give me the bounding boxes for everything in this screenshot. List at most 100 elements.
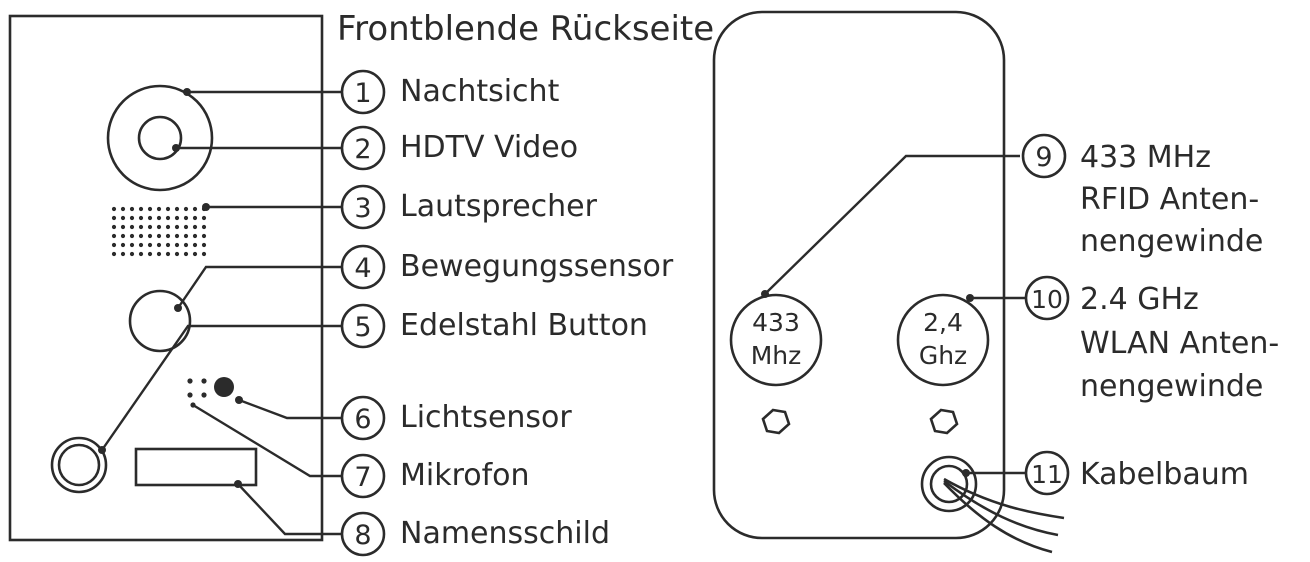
- speaker-hole: [165, 251, 171, 257]
- speaker-hole: [165, 242, 171, 248]
- speaker-hole: [165, 233, 171, 239]
- callout-circle: [340, 511, 386, 557]
- callout-label-rfid-line: nengewinde: [1080, 224, 1263, 259]
- callout-circle: [340, 395, 386, 441]
- speaker-hole: [174, 224, 180, 230]
- speaker-hole: [156, 242, 162, 248]
- speaker-hole: [183, 233, 189, 239]
- leader-dot-11: [962, 469, 970, 477]
- callout-number: 7: [354, 462, 371, 493]
- callout-circle: [340, 453, 386, 499]
- callout-label-wlan-line: WLAN Anten-: [1080, 326, 1279, 361]
- motion-sensor: [128, 289, 192, 353]
- speaker-hole: [120, 206, 126, 212]
- speaker-hole: [147, 251, 153, 257]
- speaker-hole: [120, 224, 126, 230]
- callout-number: 1: [354, 78, 371, 109]
- front-panel: [8, 14, 324, 542]
- antenna-label-line: 433: [752, 308, 800, 337]
- callout-label-night-vision: Nachtsicht: [400, 74, 560, 109]
- speaker-hole: [165, 215, 171, 221]
- leader-dot-3: [202, 203, 210, 211]
- speaker-hole: [201, 224, 207, 230]
- night-vision-ring: [106, 84, 214, 192]
- speaker-hole: [111, 206, 117, 212]
- speaker-hole: [156, 206, 162, 212]
- speaker-hole: [156, 224, 162, 230]
- leader-line-5: [101, 324, 342, 451]
- speaker-hole: [129, 251, 135, 257]
- speaker-hole: [156, 233, 162, 239]
- speaker-hole: [201, 233, 207, 239]
- speaker-hole: [138, 242, 144, 248]
- speaker-hole: [111, 242, 117, 248]
- callout-label-light-sensor: Lichtsensor: [400, 400, 572, 435]
- leader-line-9: [764, 154, 1020, 295]
- speaker-hole: [138, 251, 144, 257]
- back-callout-labels: 433 MHz RFID Anten- nengewinde 2.4 GHz W…: [1080, 140, 1279, 492]
- speaker-hole: [147, 233, 153, 239]
- callout-number: 6: [354, 404, 371, 435]
- speaker-hole: [120, 215, 126, 221]
- callout-circle: [340, 303, 386, 349]
- speaker-hole: [174, 242, 180, 248]
- steel-button-outer: [50, 436, 108, 494]
- leader-dot-9: [761, 290, 769, 298]
- speaker-hole: [129, 224, 135, 230]
- speaker-hole: [129, 215, 135, 221]
- callout-label-motion-sensor: Bewegungssensor: [400, 249, 674, 284]
- hex-nut: [929, 408, 959, 435]
- speaker-hole: [201, 251, 207, 257]
- speaker-hole: [138, 206, 144, 212]
- microphone-hole: [187, 392, 193, 398]
- callout-circle: [1024, 450, 1070, 496]
- speaker-hole: [129, 206, 135, 212]
- speaker-grille: [111, 206, 207, 257]
- back-leaders: [761, 154, 1026, 477]
- leader-line-6: [238, 398, 342, 420]
- callout-number: 9: [1035, 142, 1052, 173]
- speaker-hole: [111, 233, 117, 239]
- speaker-hole: [147, 242, 153, 248]
- speaker-hole: [183, 242, 189, 248]
- callout-number: 4: [354, 253, 371, 284]
- microphone-hole: [201, 392, 207, 398]
- light-sensor: [214, 377, 234, 397]
- cable-wire: [943, 477, 1065, 520]
- speaker-hole: [138, 233, 144, 239]
- speaker-hole: [129, 242, 135, 248]
- speaker-hole: [165, 224, 171, 230]
- speaker-hole: [129, 233, 135, 239]
- callout-circle: [1021, 133, 1067, 179]
- leader-dot-4: [174, 304, 182, 312]
- callout-label-wlan-line: nengewinde: [1080, 369, 1263, 404]
- speaker-hole: [174, 215, 180, 221]
- callout-number: 11: [1031, 460, 1063, 489]
- callout-number: 2: [354, 134, 371, 165]
- speaker-hole: [174, 251, 180, 257]
- cable-grommet-outer: [920, 455, 978, 513]
- speaker-hole: [192, 251, 198, 257]
- leader-dot-10: [966, 294, 974, 302]
- speaker-hole: [138, 224, 144, 230]
- speaker-hole: [183, 224, 189, 230]
- callout-label-rfid-line: RFID Anten-: [1080, 182, 1259, 217]
- cable-wire: [943, 479, 1059, 537]
- speaker-hole: [120, 233, 126, 239]
- leader-line-8: [237, 483, 342, 536]
- diagram-title: Frontblende Rückseite: [337, 9, 714, 49]
- speaker-hole: [192, 242, 198, 248]
- speaker-hole: [147, 224, 153, 230]
- leader-dot-2: [172, 144, 180, 152]
- cable-grommet-inner: [929, 464, 969, 504]
- back-panel-outline: [712, 10, 1006, 540]
- cable-wire: [943, 482, 1053, 554]
- callout-number: 10: [1031, 285, 1063, 314]
- leader-dot-5: [98, 446, 106, 454]
- speaker-hole: [183, 215, 189, 221]
- callout-label-speaker: Lautsprecher: [400, 189, 598, 224]
- speaker-hole: [201, 242, 207, 248]
- back-callout-numbers: 9 10 11: [1021, 133, 1070, 496]
- callout-number: 8: [354, 520, 371, 551]
